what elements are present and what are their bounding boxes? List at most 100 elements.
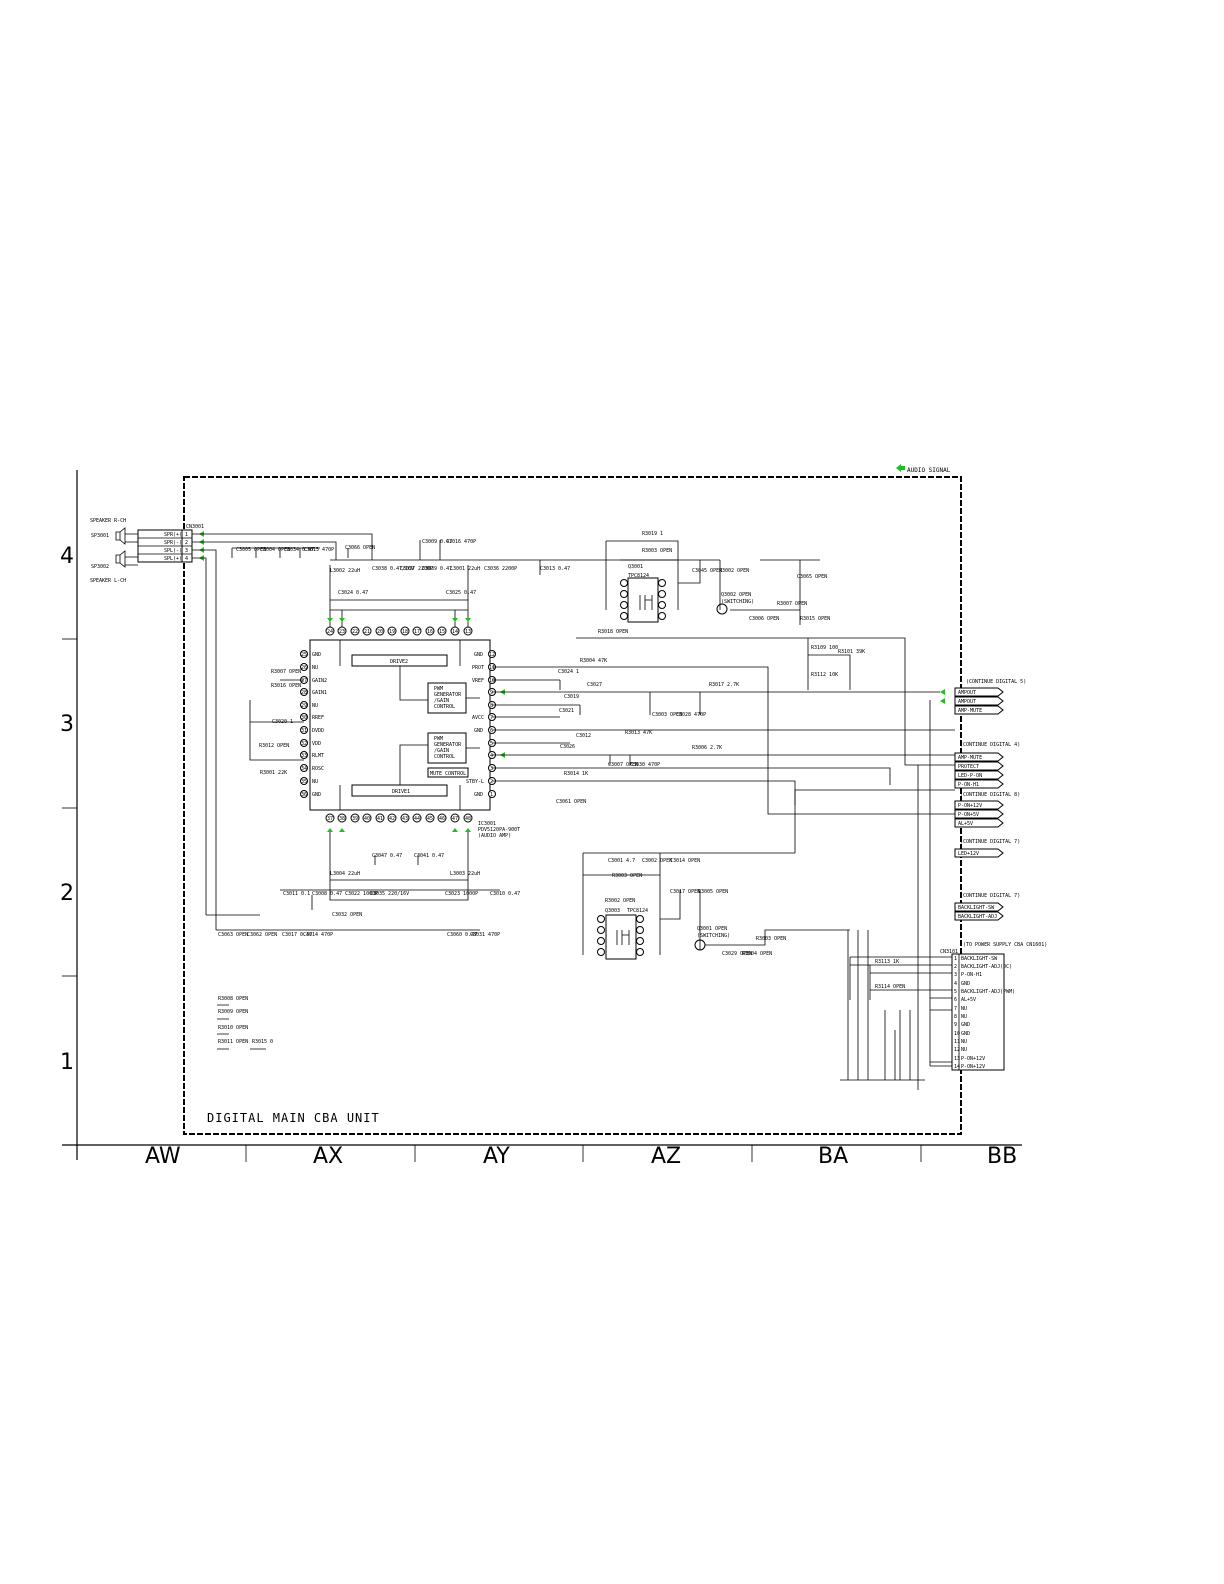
ic3001-pwm-line: PWM (434, 736, 443, 742)
mid-components: R3007 OPEN R3016 OPEN C3020 1 R3012 OPEN… (249, 629, 955, 815)
component-label: R3015 0 (252, 1039, 273, 1045)
power-pin-num: 5 (954, 989, 957, 995)
speaker-pin-name: SPR(-) (164, 540, 182, 546)
component-label: R3003 OPEN (642, 548, 672, 554)
ic-pin-num: 46 (439, 816, 445, 822)
ic3001-drive2-label: DRIVE2 (390, 659, 408, 665)
ic-pin-name: NU (312, 665, 318, 671)
bottom-left-parts: R3008 OPEN R3009 OPEN R3010 OPEN R3011 O… (217, 996, 273, 1050)
component-label: C3024 1 (558, 669, 579, 675)
ic-pin-name: STBY-L (466, 779, 484, 785)
ic3001-pwm-line: /GAIN (434, 698, 449, 704)
component-label: R3011 OPEN (218, 1039, 248, 1045)
column-labels: AW AX AY AZ BA BB (145, 1144, 1017, 1169)
offpage-connector: P-ON+5V (954, 809, 1004, 819)
connector-signal-label: P-ON-H1 (958, 782, 979, 788)
speaker-ref: SP3002 (91, 564, 109, 570)
ic3001-pwm-upper (427, 682, 467, 714)
component-label: C3024 0.47 (338, 590, 368, 596)
offpage-connector: AL+5V (954, 818, 1004, 828)
component-label: R3007 OPEN (271, 669, 301, 675)
ic-pin-name: PROT (472, 665, 484, 671)
speaker-pin-num: 3 (185, 548, 188, 554)
component-label: C3013 0.47 (540, 566, 570, 572)
ic3001-pwm-line: CONTROL (434, 704, 455, 710)
component-label: C3037 2200P (400, 566, 433, 572)
row-label: 2 (60, 881, 74, 906)
ic-pin-num: 1 (490, 792, 493, 798)
audio-signal-arrow-icon (327, 828, 471, 832)
speaker-left-label: SPEAKER L-CH (90, 578, 126, 584)
power-pin-name: NU (961, 1047, 967, 1053)
component-label: L3004 22uH (330, 871, 360, 877)
continue-header: (CONTINUE DIGITAL 7) (960, 839, 1020, 845)
component-label: R3018 OPEN (598, 629, 628, 635)
connector-signal-label: AMPOUT (958, 699, 976, 705)
ic-pin-num: 5 (490, 741, 493, 747)
continue-header: (CONTINUE DIGITAL 5) (966, 679, 1026, 685)
component-label: C3045 OPEN (692, 568, 722, 574)
offpage-connector: AMPOUT (954, 696, 1004, 706)
ic-pin-num: 48 (465, 816, 471, 822)
power-pin-name: GND (961, 1031, 970, 1037)
ic-pin-num: 38 (339, 816, 345, 822)
switching-upper: R3019 1 R3003 OPEN Q3001 TPC8124 C3045 O… (605, 531, 865, 678)
component-label: C3014 470P (303, 932, 333, 938)
audio-signal-arrow-icon (327, 618, 471, 622)
offpage-connector: P-ON+12V (954, 800, 1004, 810)
top-components: C3005 OPEN C3004 OPEN C3034 0.47 C3015 4… (236, 539, 570, 596)
ic3001-mute-control-label: MUTE CONTROL (430, 771, 466, 777)
component-label: Q3001 OPEN (697, 926, 727, 932)
ic-pin-num: 6 (490, 728, 493, 734)
component-label: C3009 0.47 (422, 539, 452, 545)
connector-signal-label: AMP-MUTE (958, 755, 982, 761)
audio-signal-arrow-icon (940, 689, 945, 704)
component-label: C3015 470P (304, 547, 334, 553)
transistor-icon (716, 603, 728, 615)
speaker-icon (115, 550, 126, 568)
power-pin-num: 14 (954, 1064, 960, 1070)
power-pin-name: BACKLIGHT-ADJ(DC) (961, 964, 1012, 970)
speaker-right-label: SPEAKER R-CH (90, 518, 126, 524)
ic-pin-name: GND (474, 652, 483, 658)
power-pin-num: 10 (954, 1031, 960, 1037)
offpage-connector: LED-P-ON (954, 770, 1004, 780)
mosfet-icon (639, 595, 653, 610)
component-label: R3017 2.7K (709, 682, 739, 688)
speaker-section: SPEAKER R-CH SPEAKER L-CH SP3001 SP3002 … (90, 518, 204, 584)
power-pin-num: 8 (954, 1014, 957, 1020)
power-pin-name: BACKLIGHT-ADJ(PWM) (961, 989, 1015, 995)
mosfet-icon (616, 930, 630, 945)
audio-signal-legend: AUDIO SIGNAL (896, 464, 951, 474)
component-label: R3005 OPEN (698, 889, 728, 895)
ic-pin-num: 7 (490, 715, 493, 721)
bottom-components: L3004 22uH L3003 22uH C3047 0.47 C3041 0… (218, 853, 520, 938)
power-pin-num: 3 (954, 972, 957, 978)
connector-signal-label: P-ON+12V (958, 803, 982, 809)
column-label: AW (145, 1144, 181, 1169)
ic-pin-num: 37 (327, 816, 333, 822)
ic-pin-name: AVCC (472, 715, 484, 721)
power-pin-name: GND (961, 981, 970, 987)
ic-pin-num: 28 (301, 690, 307, 696)
component-label: C3041 0.47 (414, 853, 444, 859)
ic-pin-name: DVDD (312, 728, 324, 734)
component-label: C3063 OPEN (218, 932, 248, 938)
ic3001-drive1-label: DRIVE1 (392, 789, 410, 795)
speaker-pin-num: 1 (185, 532, 188, 538)
ic-pin-num: 19 (389, 629, 395, 635)
component-label: C3001 4.7 (608, 858, 635, 864)
connector-signal-label: LED-P-ON (958, 773, 982, 779)
ic-pin-num: 22 (352, 629, 358, 635)
component-label: L3001 22uH (450, 566, 480, 572)
unit-frame (183, 476, 962, 1135)
ic3001-desc: (AUDIO AMP) (478, 833, 511, 839)
ic-pin-num: 27 (301, 678, 307, 684)
component-label: C3035 220/16V (370, 891, 409, 897)
ic-pin-num: 8 (490, 703, 493, 709)
component-label: C3060 0.47 (447, 932, 477, 938)
component-label: C3002 OPEN (642, 858, 672, 864)
column-label: BA (818, 1144, 848, 1169)
